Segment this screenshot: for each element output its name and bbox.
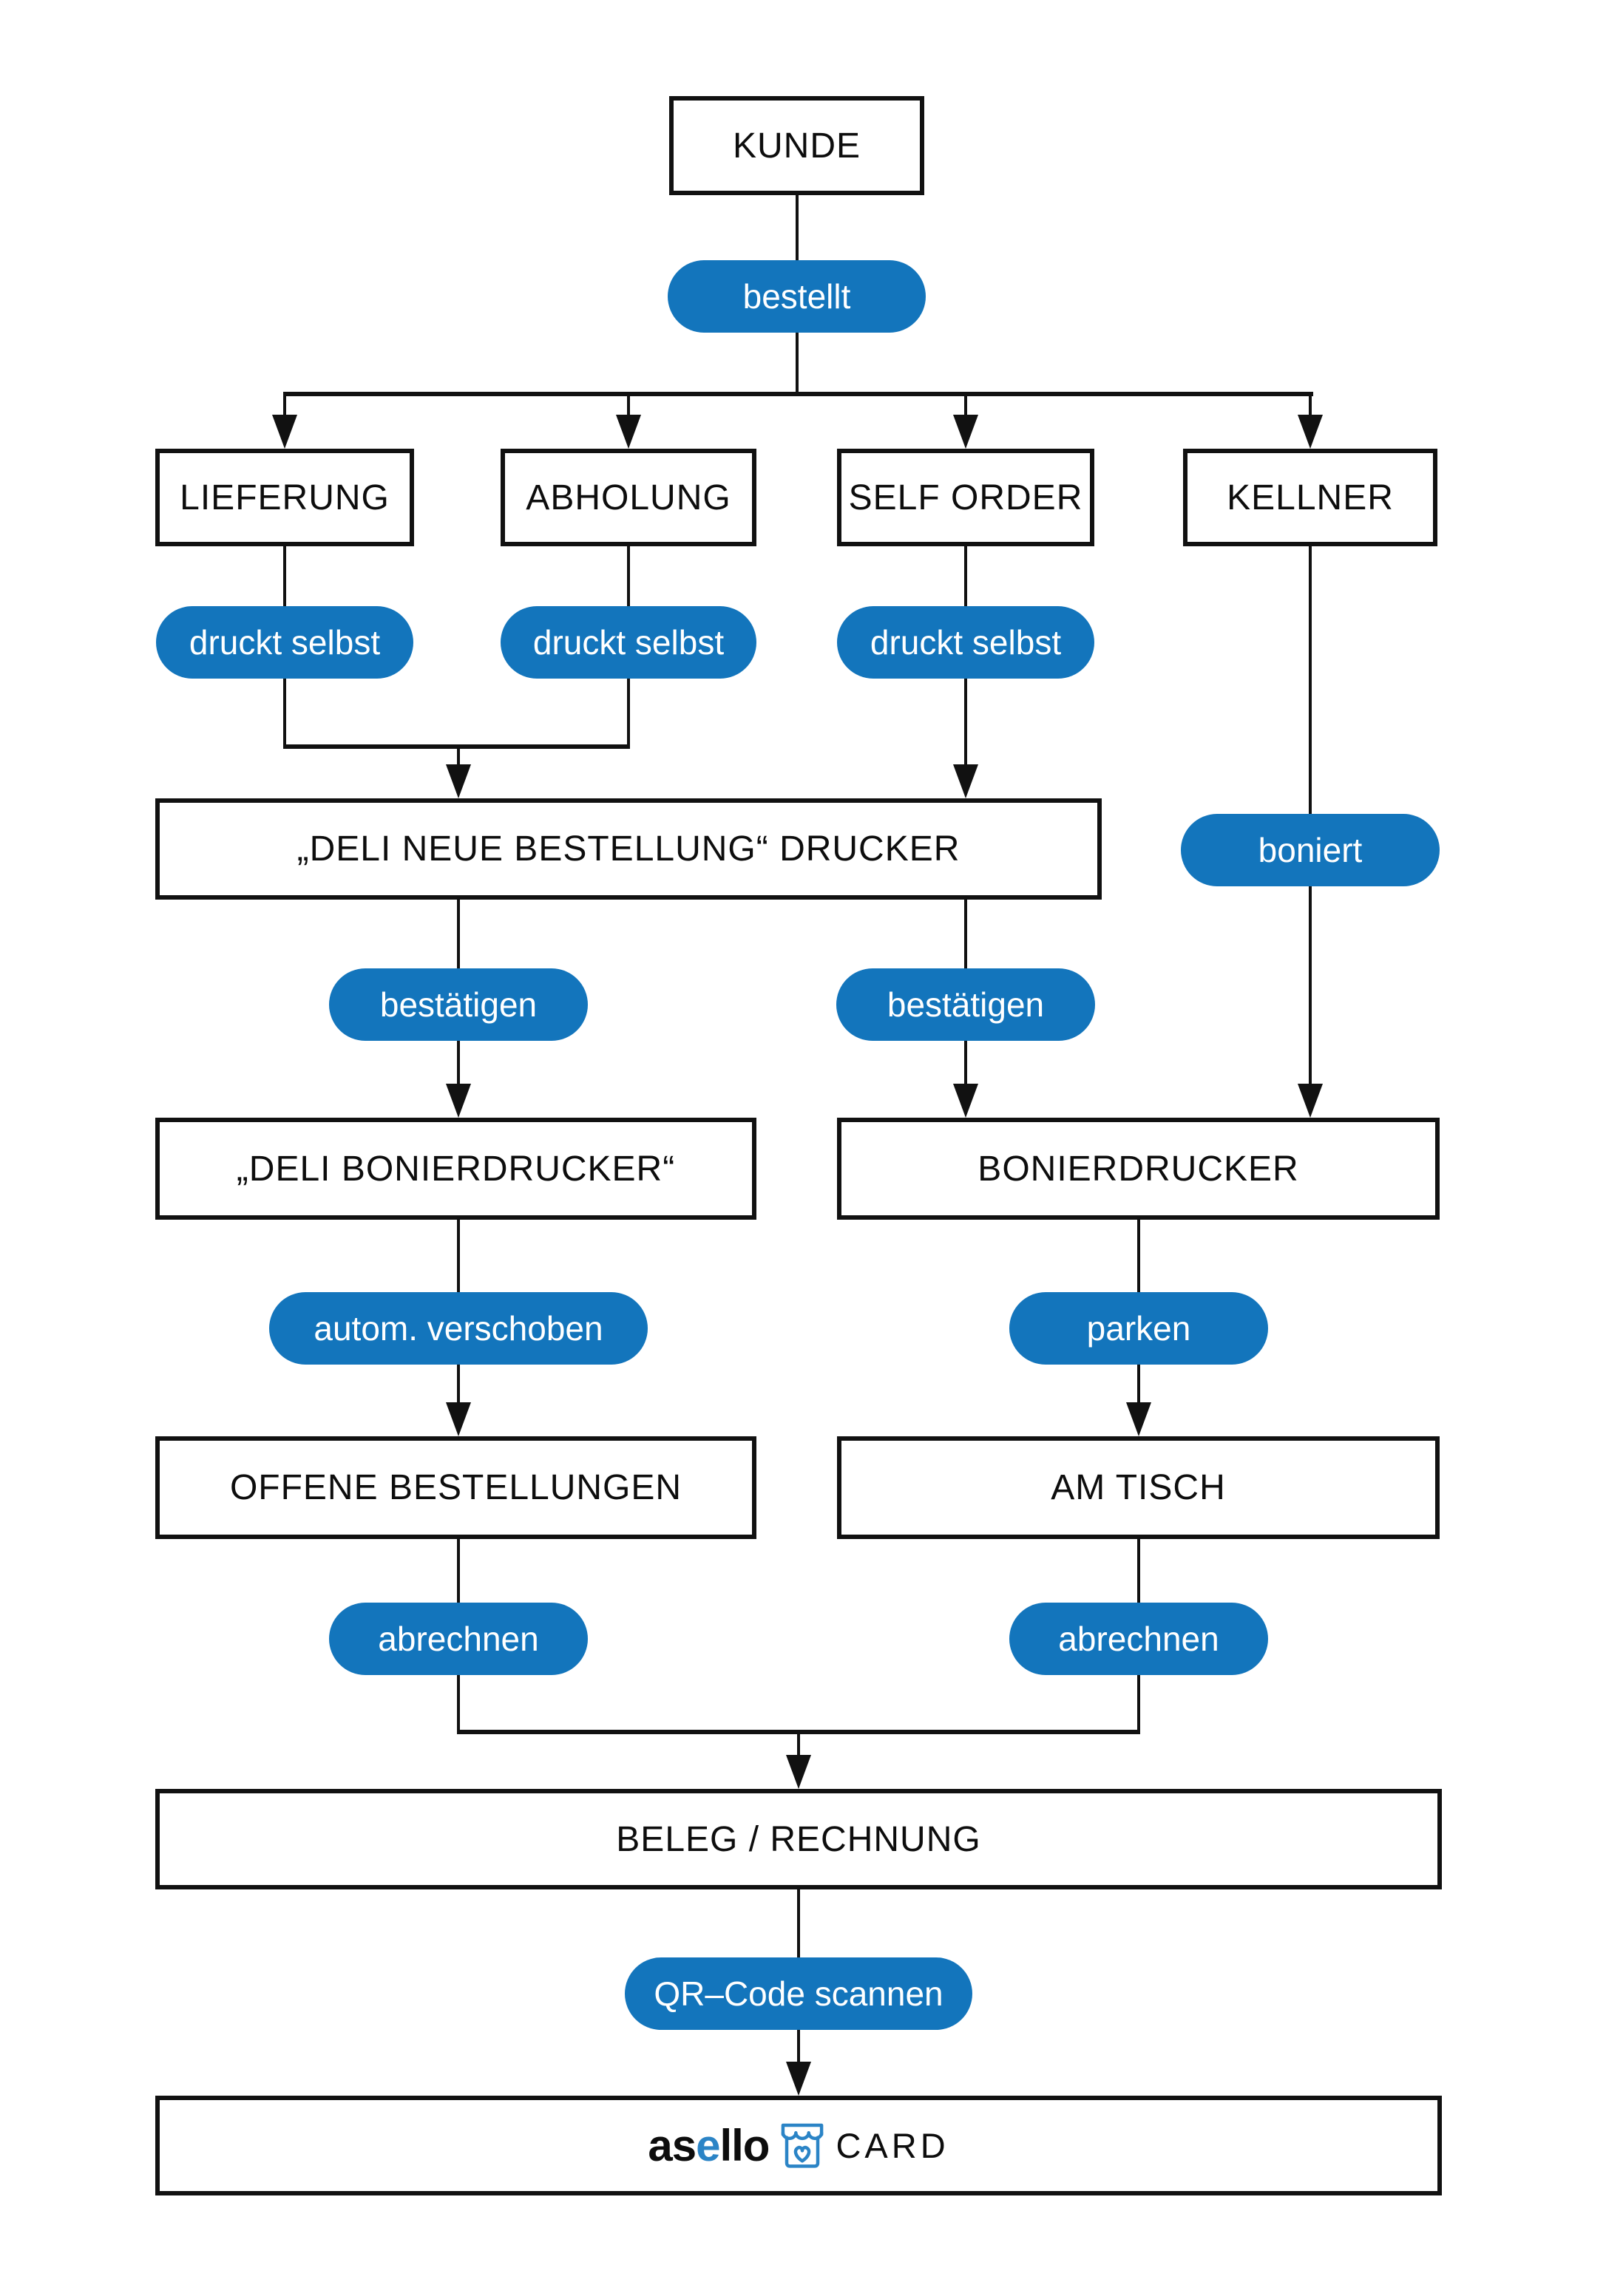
connector-line <box>283 394 286 418</box>
node-offene-bestellungen: OFFENE BESTELLUNGEN <box>155 1436 756 1539</box>
arrowhead-down <box>953 764 978 798</box>
node-abholung: ABHOLUNG <box>501 449 756 546</box>
pill-bestaetigen-right: bestätigen <box>836 968 1095 1041</box>
arrowhead-down <box>272 415 297 449</box>
connector-line <box>1309 394 1312 418</box>
arrowhead-down <box>446 764 471 798</box>
node-kellner: KELLNER <box>1183 449 1437 546</box>
connector-line <box>283 744 630 749</box>
pill-bestellt: bestellt <box>668 260 926 333</box>
asello-brand-text: asello <box>648 2121 770 2170</box>
pill-druckt-selbst-lieferung: druckt selbst <box>156 606 413 679</box>
node-kunde: KUNDE <box>669 96 924 195</box>
node-deli-neue-bestellung-drucker: „DELI NEUE BESTELLUNG“ DRUCKER <box>155 798 1102 900</box>
pill-abrechnen-right: abrechnen <box>1009 1603 1268 1675</box>
arrowhead-down <box>1298 1084 1323 1118</box>
arrowhead-down <box>1298 415 1323 449</box>
pill-bestaetigen-left: bestätigen <box>329 968 588 1041</box>
node-deli-bonierdrucker: „DELI BONIERDRUCKER“ <box>155 1118 756 1220</box>
arrowhead-down <box>786 1755 811 1789</box>
arrowhead-down <box>953 1084 978 1118</box>
node-beleg-rechnung: BELEG / RECHNUNG <box>155 1789 1442 1889</box>
pill-abrechnen-left: abrechnen <box>329 1603 588 1675</box>
node-bonierdrucker: BONIERDRUCKER <box>837 1118 1440 1220</box>
asello-card-logo: asello CARD <box>648 2120 949 2171</box>
pill-autom-verschoben: autom. verschoben <box>269 1292 648 1365</box>
arrowhead-down <box>953 415 978 449</box>
pill-qr-code-scannen: QR–Code scannen <box>625 1957 972 2030</box>
node-lieferung: LIEFERUNG <box>155 449 414 546</box>
node-am-tisch: AM TISCH <box>837 1436 1440 1539</box>
connector-line <box>457 744 460 767</box>
pill-druckt-selbst-abholung: druckt selbst <box>501 606 756 679</box>
node-self-order: SELF ORDER <box>837 449 1094 546</box>
pill-boniert: boniert <box>1181 814 1440 886</box>
storefront-heart-icon <box>782 2123 824 2168</box>
arrowhead-down <box>446 1402 471 1436</box>
pill-parken: parken <box>1009 1292 1268 1365</box>
arrowhead-down <box>616 415 641 449</box>
connector-line <box>797 1730 800 1756</box>
arrowhead-down <box>786 2062 811 2096</box>
connector-line <box>283 392 1313 396</box>
connector-line <box>964 394 967 418</box>
connector-line <box>627 394 630 418</box>
card-suffix-text: CARD <box>836 2126 949 2165</box>
arrowhead-down <box>1126 1402 1151 1436</box>
node-asello-card: asello CARD <box>155 2096 1442 2195</box>
pill-druckt-selbst-self-order: druckt selbst <box>837 606 1094 679</box>
arrowhead-down <box>446 1084 471 1118</box>
